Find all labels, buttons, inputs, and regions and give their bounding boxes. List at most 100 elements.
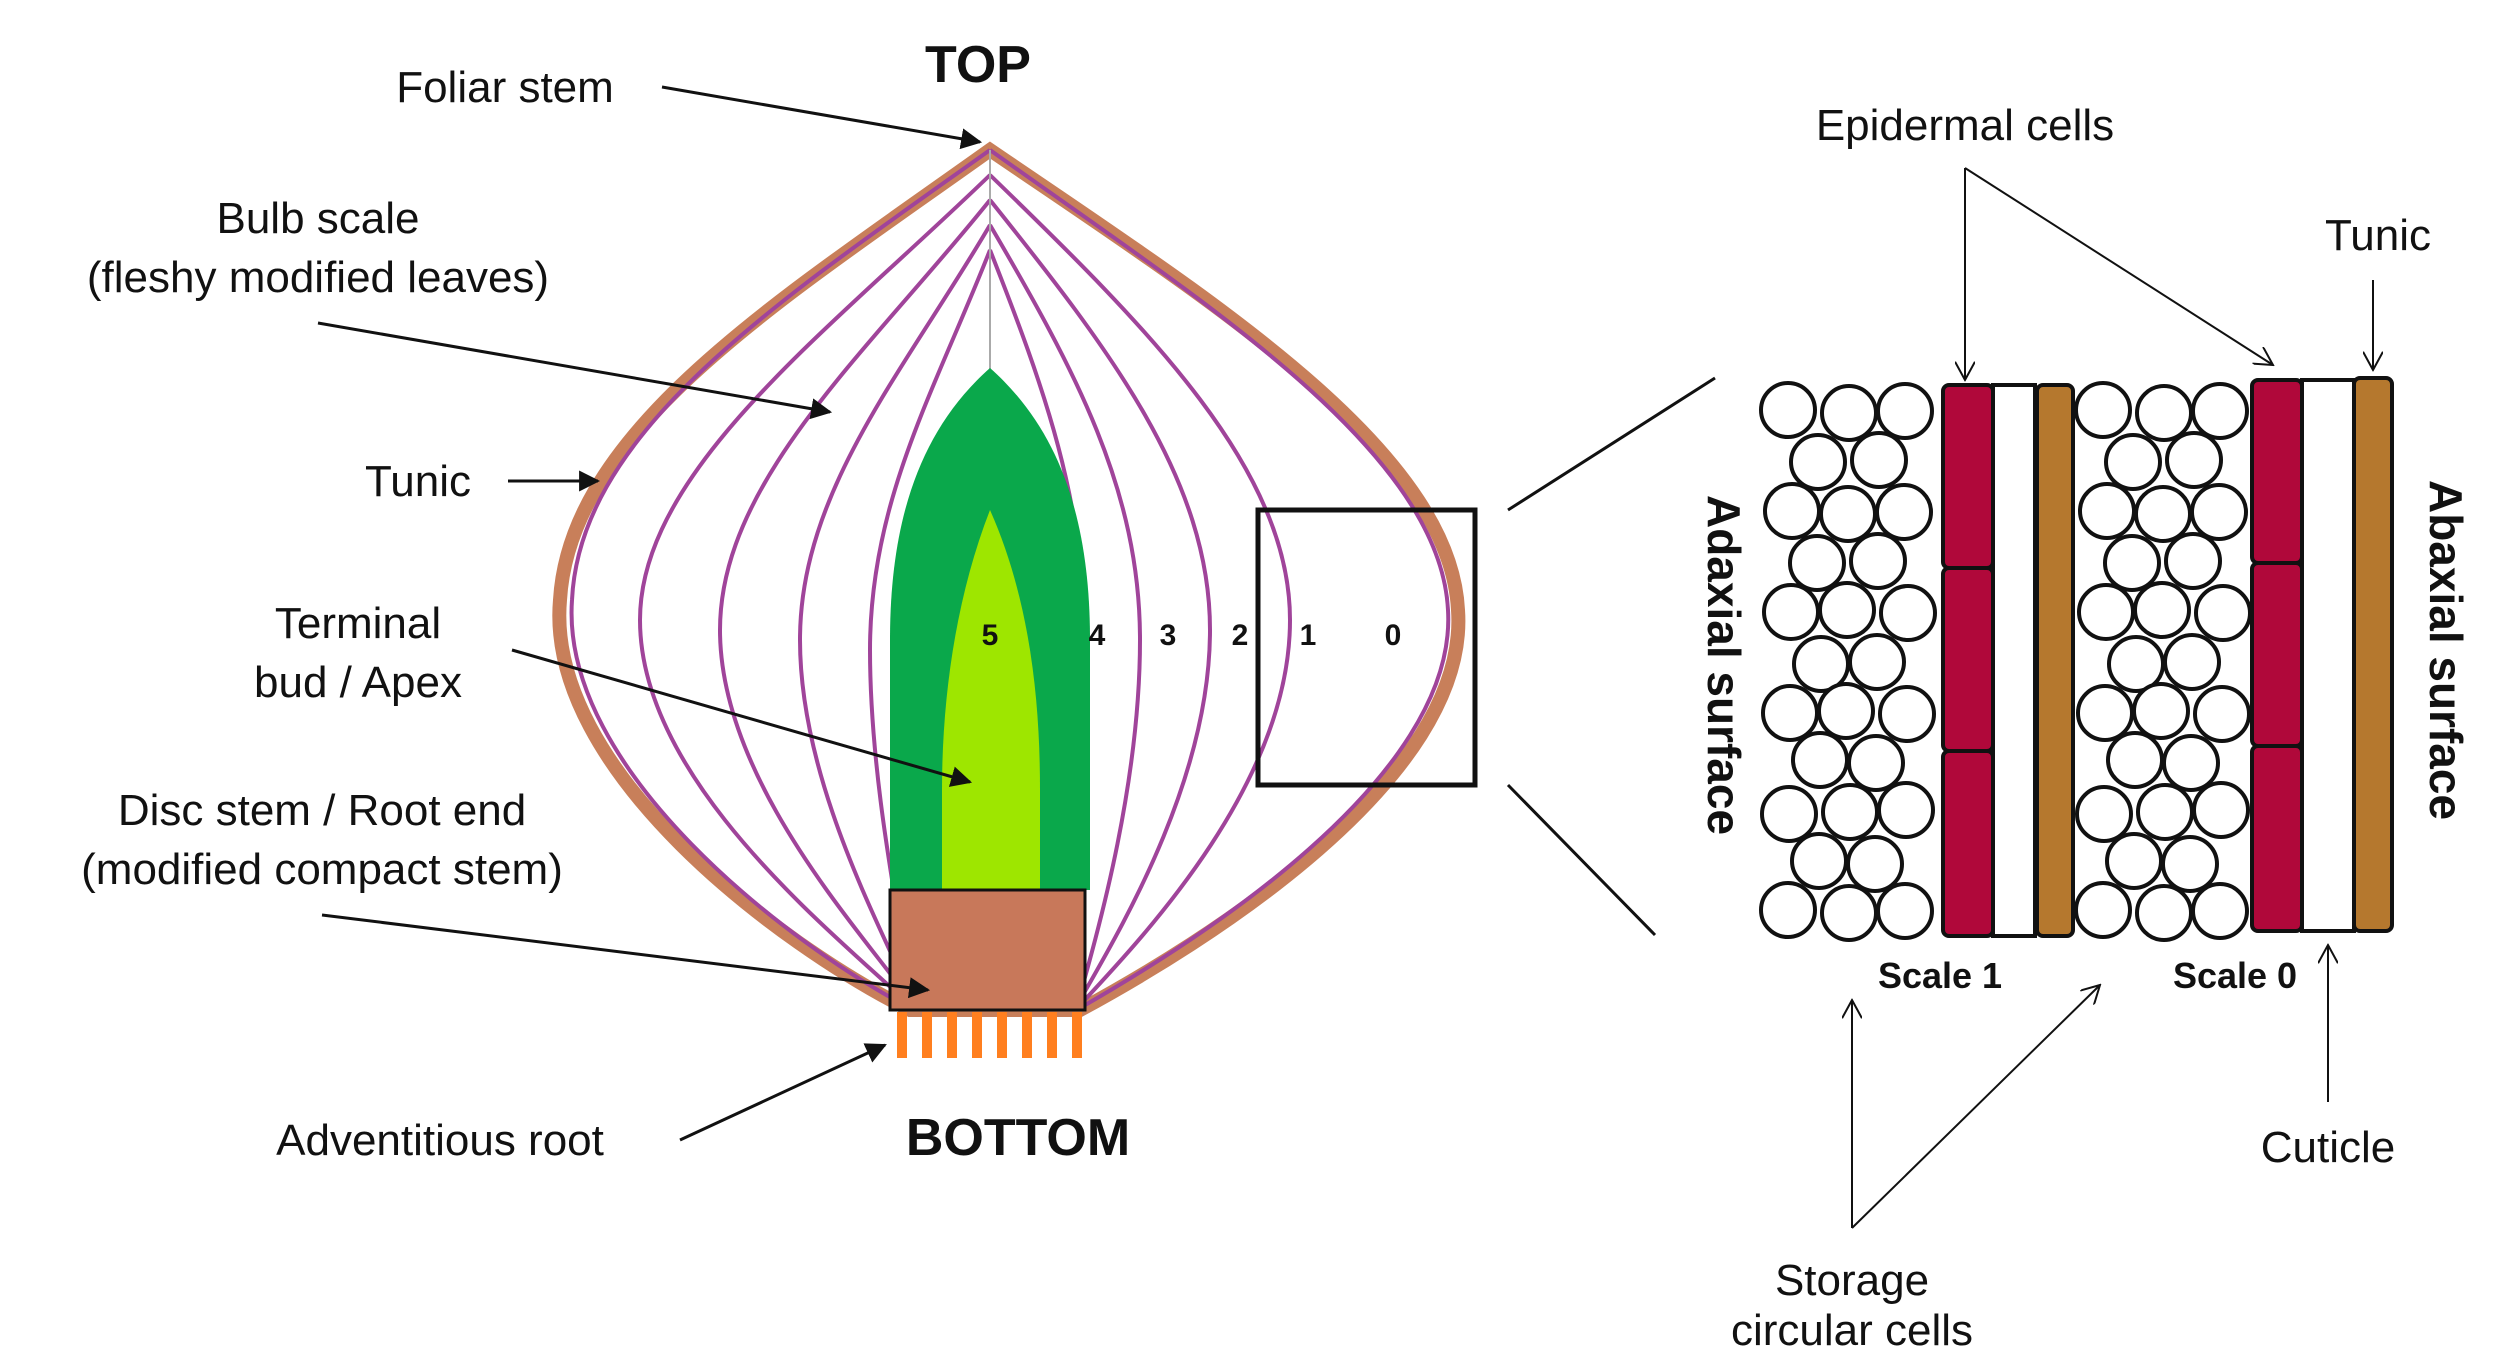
storage-cell [1759,381,1817,439]
storage-cell [1817,682,1875,740]
storage-cell [2078,482,2136,540]
adaxial-surface-label: Adaxial surface [1698,495,1750,835]
scale-line-2 [988,198,1213,1001]
storage-cell [1846,835,1904,893]
storage-cell [2103,534,2161,592]
storage-cell [1875,483,1933,541]
storage-cell [2190,483,2248,541]
root [922,1012,932,1058]
storage-cell [2161,835,2219,893]
storage-cell [2193,685,2251,743]
storage-cell [2136,783,2194,841]
root [897,1012,907,1058]
storage-cell [2107,635,2165,693]
scale-number: 0 [1385,619,1402,652]
bulb-scale-label: Bulb scale [216,194,419,243]
scale-0-label: Scale 0 [2173,955,2297,996]
storage-cell [1876,882,1934,940]
storage-cell [2135,384,2193,442]
root [1072,1012,1082,1058]
scale-number: 3 [1160,619,1177,652]
storage-cell [1876,382,1934,440]
disc-stem [888,888,1087,1012]
storage-cell [2106,731,2164,789]
bulb-scale-arrow [317,321,833,420]
storage-cell [2075,785,2133,843]
storage-cell [2132,682,2190,740]
storage-cell [1790,832,1848,890]
zoom-box [1255,507,1478,788]
storage-cell [2194,584,2252,642]
scale-numbers: 5 4 3 2 1 0 [982,619,1402,652]
storage-cell [2074,881,2132,939]
adventitious-root-arrow [679,1043,887,1142]
storage-cell [1847,734,1905,792]
zoom-connector-top [1507,376,1716,512]
terminal-bud-inner [942,510,1040,890]
epidermal-cell [2250,378,2304,565]
storage-cell [2192,781,2250,839]
disc-stem-label: Disc stem / Root end [118,786,526,835]
storage-cell [2191,382,2249,440]
zoom-connector-bottom [1506,783,1657,937]
scale-line-2-left [717,198,992,1002]
tunic-strip [2035,383,2075,938]
storage-cell [1760,785,1818,843]
storage-cell [1759,881,1817,939]
foliar-stem-label: Foliar stem [396,63,614,112]
storage-cell [2191,882,2249,940]
scale-line-1 [988,173,1293,1007]
scale-1-label: Scale 1 [1878,955,2002,996]
storage-cell [2105,832,2163,890]
disc-stem-arrow [321,913,931,999]
root [997,1012,1007,1058]
storage-cell [1878,685,1936,743]
storage-cell [2076,684,2134,742]
root [1047,1012,1057,1058]
epidermal-cell [1941,566,1995,753]
storage-cell [2134,485,2192,543]
scale-number: 4 [1089,619,1106,652]
bulb-scale-label-sub: (fleshy modified leaves) [87,253,549,302]
storage-cell [1877,781,1935,839]
storage-cells-arrow-2 [1851,985,2100,1229]
epidermal-cell [1941,383,1995,570]
epidermal-cells-label: Epidermal cells [1816,101,2114,150]
storage-cell [2077,583,2135,641]
cell-layer-detail [1759,376,2394,942]
scale-number: 5 [982,619,999,652]
storage-cell [2162,734,2220,792]
epidermal-cell [2250,744,2304,933]
storage-cells-scale-0 [2074,381,2252,942]
storage-cell [1850,431,1908,489]
disc-stem-label-sub: (modified compact stem) [81,845,563,894]
storage-cell [2135,884,2193,942]
root [972,1012,982,1058]
storage-cell [1788,534,1846,592]
top-label: TOP [925,36,1031,94]
storage-cell [2074,381,2132,439]
bottom-label: BOTTOM [906,1109,1130,1167]
root [1022,1012,1032,1058]
storage-cell [1821,783,1879,841]
storage-cell [1763,482,1821,540]
scale-0-layers [2250,376,2394,933]
tunic-right-label: Tunic [2325,211,2431,260]
onion-bulb: 5 4 3 2 1 0 [552,141,1478,1058]
storage-cells-label: Storage [1775,1256,1929,1305]
scale-line-1-left [637,173,992,1007]
storage-cell [2104,433,2162,491]
epidermal-cell [1941,749,1995,938]
storage-cell [1792,635,1850,693]
cuticle-layer [2300,378,2356,933]
scale-line-3-left [797,223,992,996]
adventitious-roots [897,1012,1082,1058]
storage-cell [1819,485,1877,543]
storage-cell [1820,884,1878,942]
storage-cell [1789,433,1847,491]
storage-cell [2165,431,2223,489]
storage-cell [2163,633,2221,691]
epidermal-cell [2250,561,2304,748]
storage-cell [1820,384,1878,442]
